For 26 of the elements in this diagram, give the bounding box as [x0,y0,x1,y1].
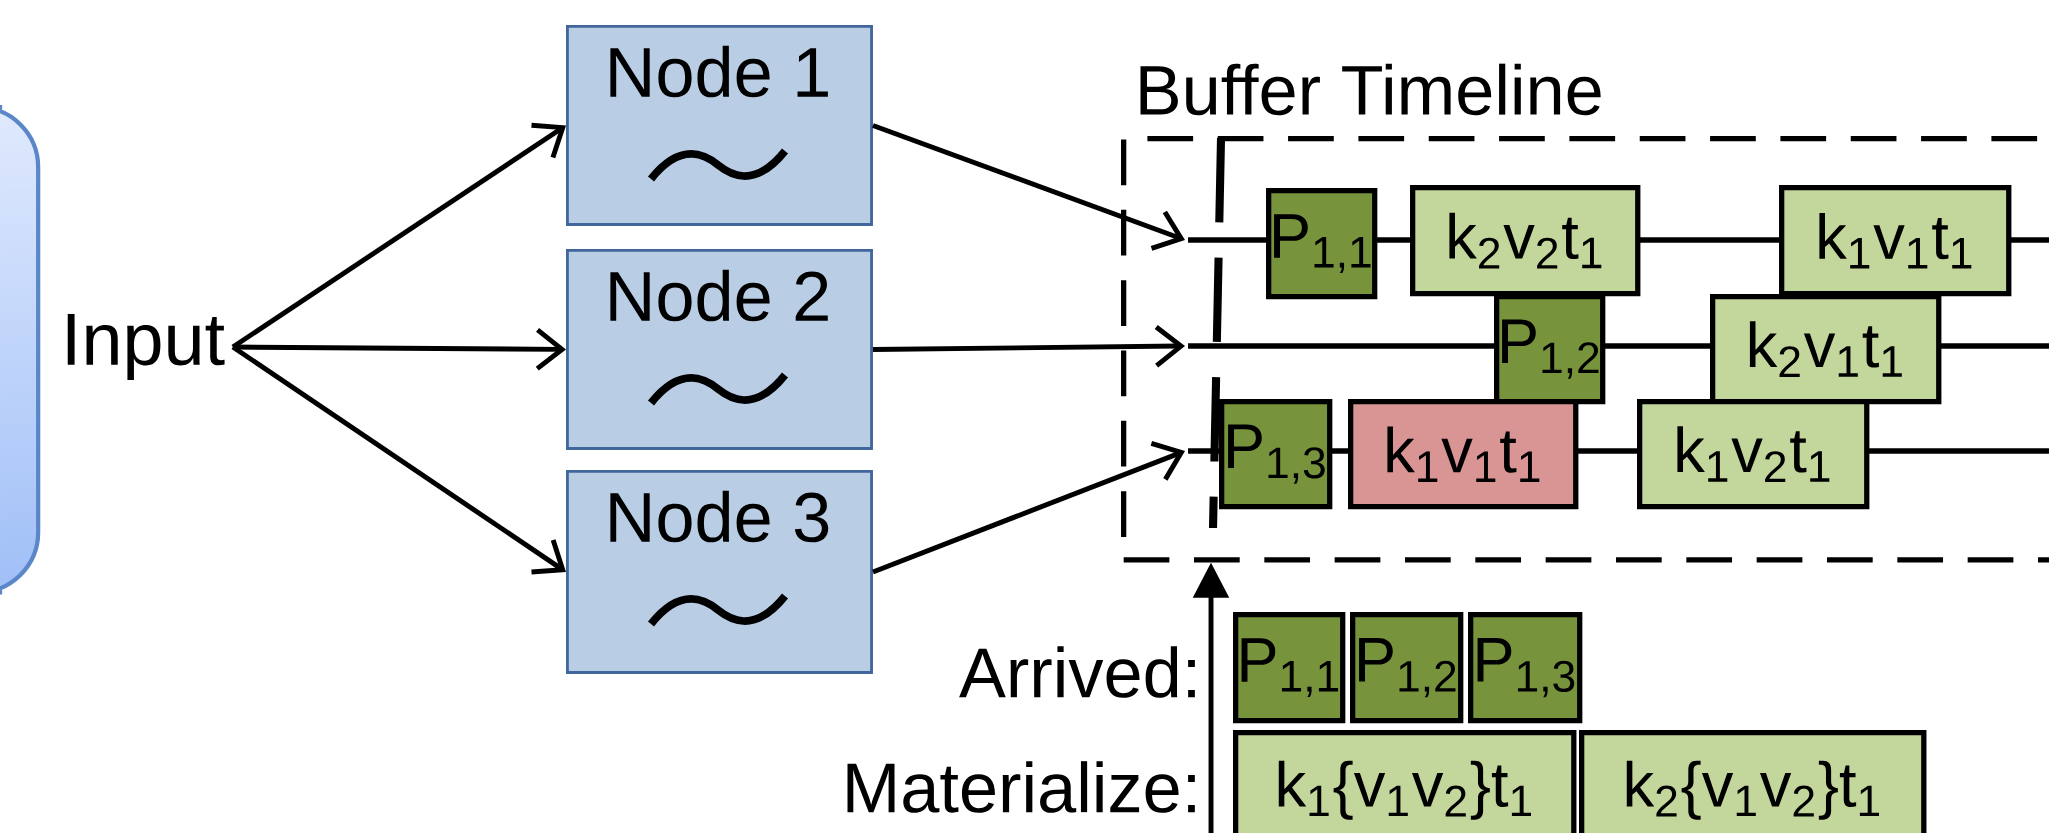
arrow [231,344,566,575]
process-box: Node 1 [566,25,873,226]
arrow [232,328,566,371]
tuple-block: k$_{2}$v$_{2}$t$_{1}$ [1410,185,1641,297]
process-box: Node 3 [566,470,873,674]
packet-block: P$_{1,1}$ [1266,188,1378,300]
row-label: Materialize: [847,761,1195,813]
row-label: Arrived: [959,646,1195,698]
packet-block: P$_{1,3}$ [1219,399,1333,510]
arrow [872,440,1186,575]
packet-block: P$_{1,1}$ [1233,612,1346,724]
tuple-block: k$_{1}$v$_{2}$t$_{1}$ [1637,399,1870,510]
packet-block: P$_{1,2}$ [1494,294,1606,405]
packet-block: P$_{1,2}$ [1350,612,1464,724]
tuple-block: k$_{1}$v$_{1}$t$_{1}$ [1779,185,2012,297]
arrow [872,123,1185,251]
packet-block: P$_{1,3}$ [1468,612,1583,724]
frame-title: Buffer Timeline [1140,63,1601,116]
arrow [872,325,1185,368]
tuple-block: k$_{1}${v$_{1}$v$_{2}$}t$_{1}$ [1233,730,1577,833]
tuple-block: k$_{2}$v$_{1}$t$_{1}$ [1710,294,1942,405]
tuple-block: k$_{2}${v$_{1}$v$_{2}$}t$_{1}$ [1579,730,1927,833]
process-box: Node 2 [566,249,873,450]
input-label: Input [67,313,225,381]
tuple-block: k$_{1}$v$_{1}$t$_{1}$ [1348,399,1579,510]
rounded-panel [0,105,41,595]
